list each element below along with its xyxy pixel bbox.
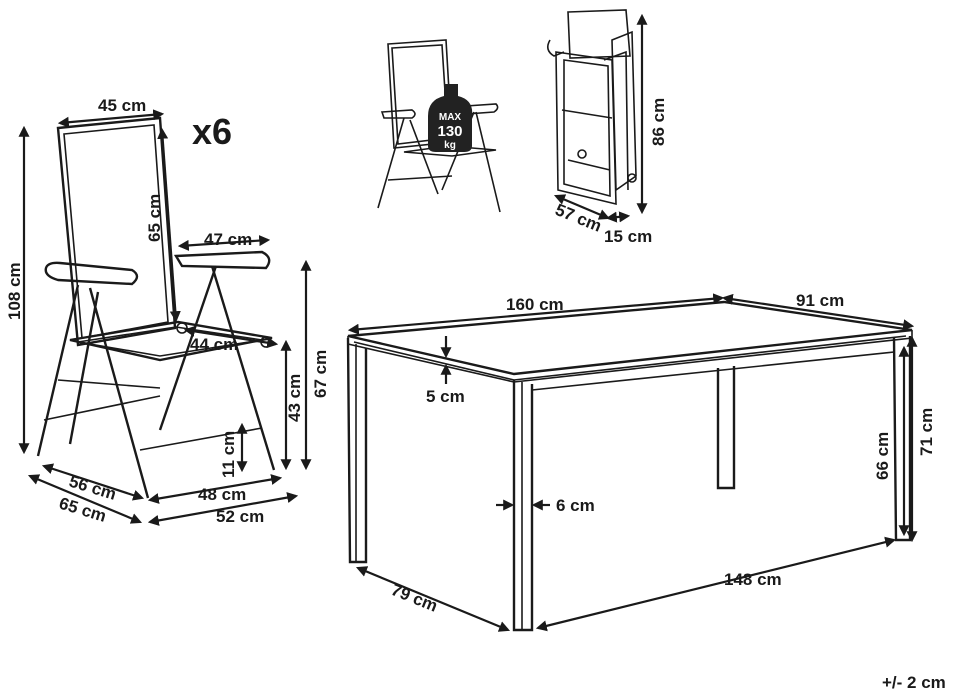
chair-quantity-label: x6 [192, 111, 232, 152]
chair-armrest-height-label: 67 cm [311, 350, 330, 398]
chair-drawing [36, 116, 276, 499]
chair-foot-height-label: 11 cm [219, 431, 238, 478]
table-width-top-label: 91 cm [796, 291, 844, 310]
tolerance-label: +/- 2 cm [882, 673, 946, 692]
chair-load-drawing: MAX 130 kg [377, 39, 501, 213]
max-value-label: 130 [437, 123, 462, 140]
chair-width-top-label: 45 cm [98, 96, 146, 115]
chair-width-48-label: 48 cm [198, 485, 246, 504]
folded-dimension-arrows [553, 13, 648, 223]
table-leg-width-label: 6 cm [556, 496, 595, 515]
table-length-bottom-label: 148 cm [724, 570, 782, 589]
chair-seat-height-label: 43 cm [285, 374, 304, 422]
chair-seat-depth-label: 44 cm [190, 335, 238, 354]
folded-height-label: 86 cm [649, 98, 668, 146]
table-top-thickness-label: 5 cm [426, 387, 465, 406]
folded-chair-drawing [546, 9, 637, 206]
chair-dimension-arrows [18, 109, 312, 526]
table-height-inner-label: 66 cm [873, 432, 892, 480]
weight-icon [428, 84, 473, 152]
table-width-bottom-label: 79 cm [389, 580, 441, 616]
chair-armrest-length-label: 47 cm [204, 230, 252, 249]
max-label: MAX [439, 112, 462, 123]
folded-thickness-label: 15 cm [604, 227, 652, 246]
table-drawing [346, 300, 913, 632]
max-unit-label: kg [444, 140, 456, 151]
table-height-total-label: 71 cm [917, 408, 936, 456]
table-length-top-label: 160 cm [506, 295, 564, 314]
chair-width-52-label: 52 cm [216, 507, 264, 526]
chair-back-height-label: 65 cm [145, 194, 164, 242]
table-dimension-arrows [347, 293, 918, 632]
chair-height-total-label: 108 cm [5, 262, 24, 320]
